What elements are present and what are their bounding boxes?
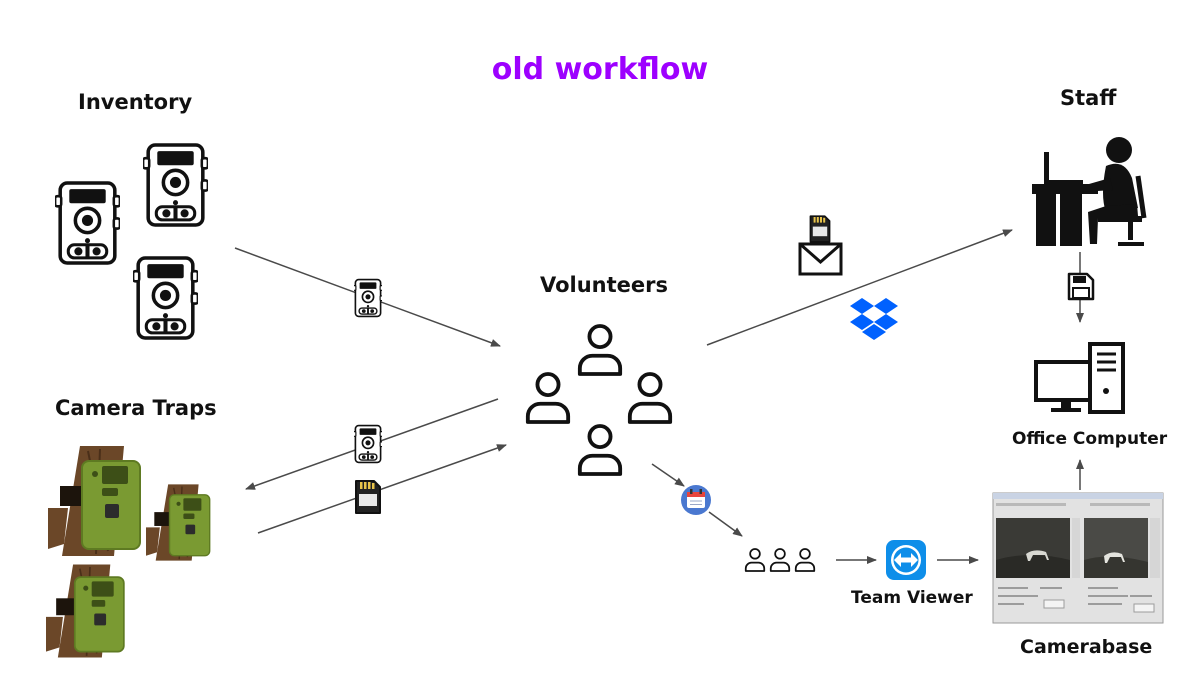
staff-label: Staff <box>1060 86 1117 110</box>
camera-trap-icon <box>55 181 120 265</box>
camera-trap-icon <box>133 256 198 340</box>
mounted-camera-trap-icon <box>46 563 125 659</box>
mounted-camera-trap-icon <box>146 483 211 562</box>
desktop-computer-icon <box>1034 342 1125 414</box>
mounted-camera-trap-icon <box>48 446 141 556</box>
group-icon <box>744 548 816 572</box>
office-computer-label: Office Computer <box>1012 429 1168 449</box>
camera-trap-icon <box>354 424 382 464</box>
arrow-volunteers-to-staff <box>706 229 1013 346</box>
person-at-desk-icon <box>1032 137 1147 246</box>
arrow-volunteers-to-calendar <box>651 463 685 487</box>
mail-sd-card-icon <box>798 215 843 276</box>
person-icon <box>577 324 623 376</box>
camerabase-label: Camerabase <box>1020 636 1153 658</box>
diagram-title: old workflow <box>491 52 709 87</box>
arrow-calendar-to-group <box>708 511 743 537</box>
person-icon <box>627 372 673 424</box>
calendar-icon <box>681 485 711 515</box>
inventory-label: Inventory <box>78 90 193 114</box>
teamviewer-logo-icon <box>886 540 926 580</box>
camera-traps-label: Camera Traps <box>55 396 217 420</box>
dropbox-icon <box>850 298 898 340</box>
floppy-disk-icon <box>1067 272 1095 301</box>
volunteers-group <box>525 324 673 476</box>
camera-trap-icon <box>143 143 208 227</box>
person-icon <box>525 372 571 424</box>
camera-traps-group <box>46 446 211 659</box>
volunteers-label: Volunteers <box>540 273 669 297</box>
sd-card-icon <box>355 480 381 514</box>
team-viewer-label: Team Viewer <box>851 588 973 608</box>
arrow-camera-traps-to-volunteers <box>257 444 507 534</box>
camera-trap-icon <box>354 278 382 318</box>
person-icon <box>577 424 623 476</box>
camerabase-screenshot <box>992 492 1164 624</box>
inventory-cameras <box>55 143 208 340</box>
